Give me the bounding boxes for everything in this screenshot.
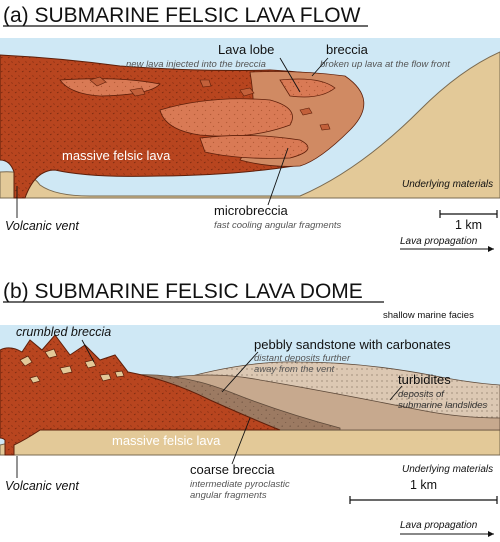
panel-b-crumbled-blocks [19, 348, 125, 384]
breccia-pointer [311, 57, 329, 77]
pebbly-desc-2: away from the vent [254, 364, 335, 375]
microbreccia-label: microbreccia [214, 203, 288, 218]
turbidites-desc-2: submarine landslides [398, 400, 487, 411]
panel-a-fragments [89, 76, 331, 131]
panel-a-vent-label: Volcanic vent [5, 219, 79, 233]
turbidites-desc-1: deposits of [398, 389, 445, 400]
panel-a-underlying [0, 51, 500, 199]
panel-a-lava-lobe-4 [279, 78, 336, 98]
panel-a-lava-lobe-2 [199, 135, 309, 159]
panel-b-title: (b) SUBMARINE FELSIC LAVA DOME [3, 280, 363, 303]
panel-b-massive-lava-label: massive felsic lava [112, 433, 221, 448]
coarse-breccia-desc-1: intermediate pyroclastic [190, 479, 290, 490]
pebbly-desc-1: distant deposits further [254, 353, 351, 364]
microbreccia-pointer [267, 147, 289, 206]
panel-a-scale-label: 1 km [455, 218, 482, 232]
crumbled-breccia-label: crumbled breccia [16, 325, 111, 339]
crumbled-breccia-pointer [81, 339, 95, 363]
turbidites-pointer [389, 385, 403, 401]
breccia-label: breccia [326, 42, 369, 57]
panel-a-title: (a) SUBMARINE FELSIC LAVA FLOW [3, 4, 361, 27]
pebbly-label: pebbly sandstone with carbonates [254, 337, 451, 352]
panel-b-propagation-label: Lava propagation [400, 520, 478, 531]
microbreccia-desc: fast cooling angular fragments [214, 220, 342, 231]
panel-b-underlying [0, 429, 500, 456]
turbidites-label: turbidites [398, 372, 451, 387]
lava-lobe-desc: new lava injected into the breccia [126, 59, 266, 70]
lava-lobe-label: Lava lobe [218, 42, 274, 57]
panel-a-propagation-label: Lava propagation [400, 236, 478, 247]
shallow-marine-label: shallow marine facies [383, 310, 474, 321]
pebbly-pointer [221, 351, 259, 393]
coarse-breccia-label: coarse breccia [190, 462, 275, 477]
coarse-breccia-desc-2: angular fragments [190, 490, 267, 501]
breccia-desc: broken up lava at the flow front [320, 59, 450, 70]
panel-a-lava-lobe-1 [159, 98, 293, 137]
panel-b-scale-label: 1 km [410, 478, 437, 492]
coarse-breccia-pointer [231, 417, 251, 465]
panel-b-vent-label: Volcanic vent [5, 479, 79, 493]
panel-b-underlying-label: Underlying materials [402, 464, 493, 475]
panel-a-underlying-label: Underlying materials [402, 179, 493, 190]
panel-a-massive-lava-label: massive felsic lava [62, 148, 171, 163]
lava-lobe-pointer [279, 57, 301, 93]
panel-b-massive-lava [0, 334, 281, 456]
